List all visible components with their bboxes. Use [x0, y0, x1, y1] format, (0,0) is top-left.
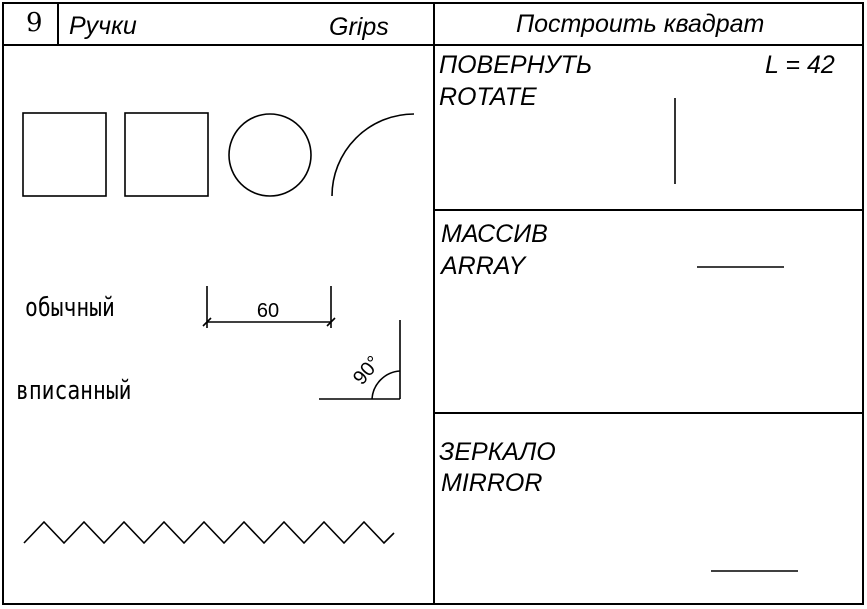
mirror-label-ru: ЗЕРКАЛО: [439, 438, 556, 466]
title-ru: Ручки: [69, 12, 137, 40]
dimension-value: 60: [257, 300, 279, 322]
dimension-tick-right: [326, 317, 336, 327]
label-inscribed: вписанный: [16, 376, 132, 406]
array-label-ru: МАССИВ: [441, 220, 548, 248]
task-title: Построить квадрат: [516, 10, 765, 38]
label-regular: обычный: [25, 293, 115, 323]
array-label-en: ARRAY: [441, 252, 526, 280]
mirror-label-en: MIRROR: [441, 469, 543, 497]
angle-arc: [371, 370, 401, 400]
grip-circle: [228, 113, 312, 197]
rotate-length: L = 42: [765, 51, 835, 79]
angle-value: 90°: [349, 352, 385, 389]
sheet-number: 9: [26, 8, 43, 38]
rotate-label-ru: ПОВЕРНУТЬ: [439, 51, 593, 79]
grip-zigzag-line: [23, 520, 395, 545]
grip-square-1: [22, 112, 107, 197]
rotate-label-en: ROTATE: [439, 83, 537, 111]
grip-square-2: [124, 112, 209, 197]
dimension-tick-left: [202, 317, 212, 327]
grip-arc: [331, 113, 415, 197]
title-en: Grips: [329, 13, 389, 41]
